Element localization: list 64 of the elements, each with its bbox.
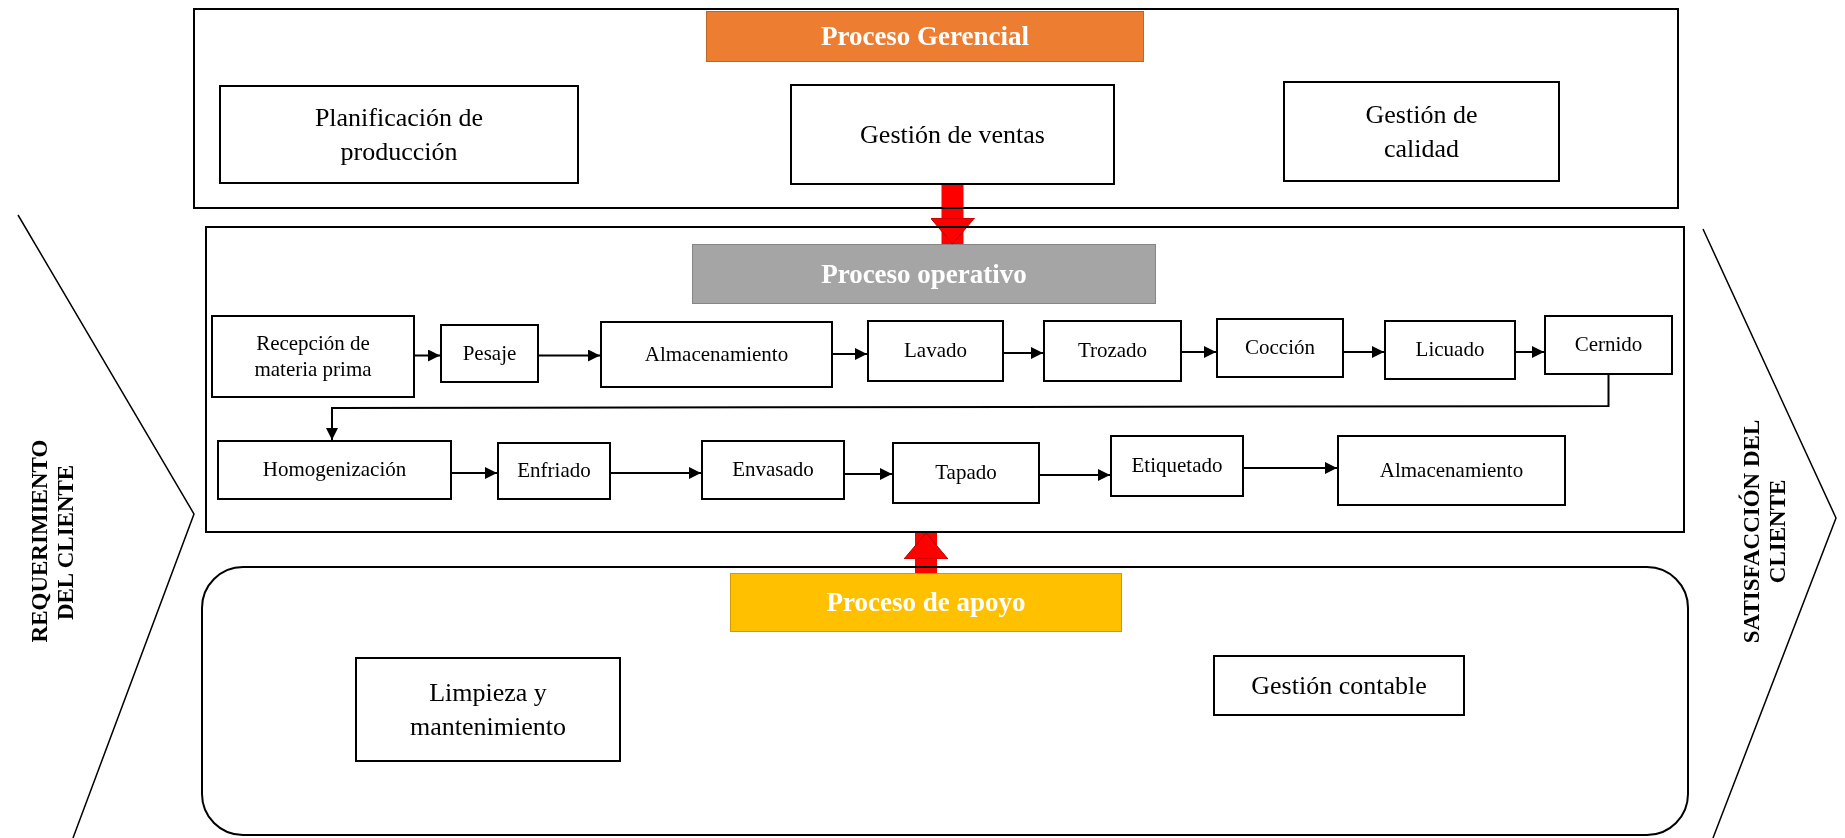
arrow [844, 468, 893, 480]
process-panel [193, 8, 1679, 209]
arrow [1039, 469, 1111, 481]
process-step-box [1544, 315, 1673, 375]
process-label: Gestión de ventas [860, 118, 1045, 151]
process-label: Licuado [1415, 337, 1485, 363]
process-step-box [1384, 320, 1516, 380]
header-label: Proceso operativo [821, 258, 1027, 290]
process-label: Homogenización [262, 457, 407, 483]
process-label: Cocción [1245, 335, 1315, 361]
process-label: Gestión de calidad [1364, 98, 1479, 165]
process-label: Tapado [935, 460, 997, 486]
process-box [1283, 81, 1560, 182]
arrow [1003, 347, 1044, 359]
process-label: Planificación de producción [313, 101, 485, 168]
block-arrow [930, 185, 975, 245]
process-box [219, 85, 579, 184]
process-label: Almacenamiento [1379, 457, 1524, 484]
arrow [1515, 346, 1545, 358]
process-step-box [1216, 318, 1344, 378]
section-header [692, 244, 1156, 304]
process-step-box [1337, 435, 1566, 506]
arrow [451, 467, 498, 479]
arrow [1181, 346, 1217, 358]
arrow [1343, 346, 1385, 358]
process-label: Enfriado [517, 458, 591, 484]
process-step-box [1043, 320, 1182, 382]
process-label: Etiquetado [1131, 453, 1223, 479]
process-box [790, 84, 1115, 185]
block-arrow [903, 532, 949, 573]
process-panel [205, 226, 1685, 533]
process-step-box [600, 321, 833, 388]
header-label: Proceso de apoyo [826, 587, 1026, 618]
process-label: Trozado [1077, 338, 1148, 364]
process-step-box [211, 315, 415, 398]
process-label: Limpieza y mantenimiento [409, 676, 567, 743]
process-step-box [217, 440, 452, 500]
process-label: Almacenamiento [644, 341, 789, 368]
section-header [706, 11, 1144, 62]
process-label: Envasado [732, 457, 814, 483]
header-label: Proceso Gerencial [820, 21, 1030, 52]
arrow [1243, 462, 1338, 474]
process-label: Recepción de materia prima [253, 331, 373, 382]
process-label: Lavado [904, 338, 967, 364]
arrow [832, 348, 868, 360]
side-label: REQUERIMIENTO DEL CLIENTE [26, 442, 79, 643]
section-header [730, 573, 1122, 632]
process-step-box [1110, 435, 1244, 497]
process-label: Cernido [1574, 332, 1643, 358]
process-step-box [497, 442, 611, 500]
process-label: Gestión contable [1251, 669, 1427, 702]
process-step-box [701, 440, 845, 500]
process-step-box [440, 324, 539, 383]
process-step-box [892, 442, 1040, 504]
process-box [355, 657, 621, 762]
arrow [414, 349, 441, 362]
process-panel [201, 566, 1689, 836]
side-label: SATISFACCIÓN DEL CLIENTE [1738, 418, 1791, 646]
process-label: Pesaje [462, 340, 517, 367]
process-box [1213, 655, 1465, 716]
process-step-box [867, 320, 1004, 382]
arrow [538, 349, 601, 362]
arrow [610, 467, 702, 479]
arrow [326, 374, 1610, 441]
